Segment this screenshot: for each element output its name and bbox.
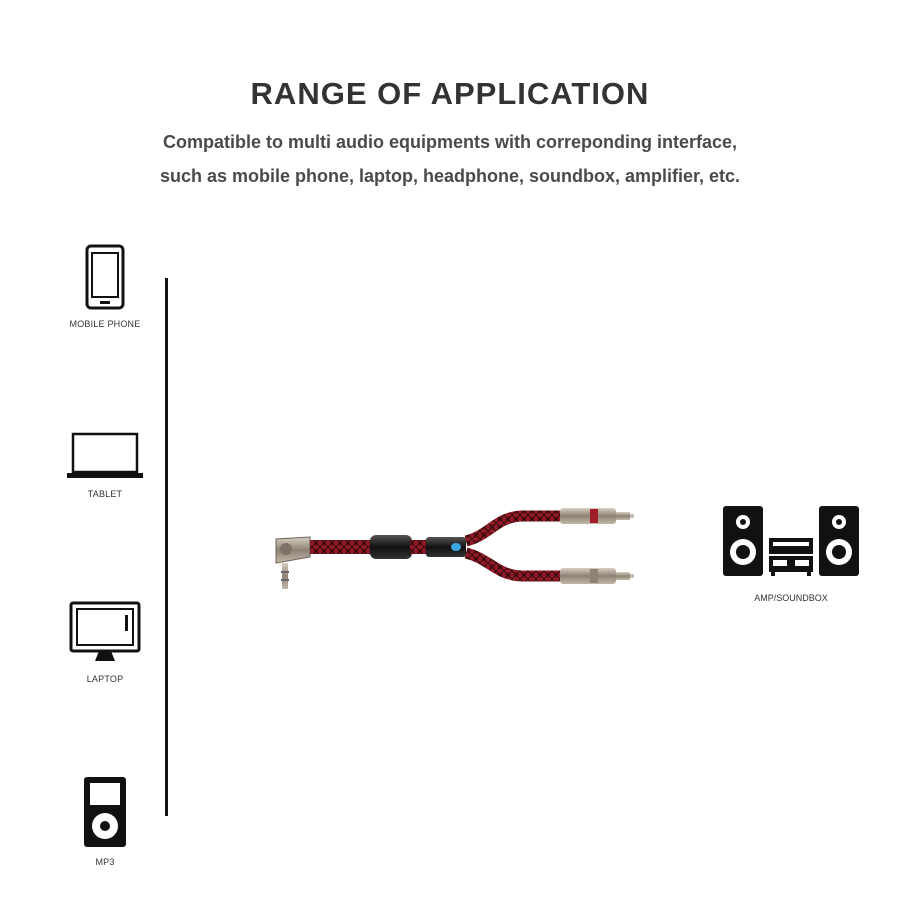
subtitle-line-1: Compatible to multi audio equipments wit… — [162, 132, 738, 152]
device-label: MP3 — [95, 857, 115, 867]
device-amp-soundbox: AMP/SOUNDBOX — [718, 504, 864, 603]
device-laptop: LAPTOP — [50, 601, 160, 684]
monitor-icon — [69, 601, 141, 661]
audio-cable-image — [260, 495, 640, 600]
laptop-icon — [67, 432, 143, 478]
page-title: RANGE OF APPLICATION — [250, 76, 650, 111]
device-label: TABLET — [87, 489, 123, 499]
device-mp3: MP3 — [50, 776, 160, 867]
device-label: LAPTOP — [86, 674, 124, 684]
amp-soundbox-icon — [723, 506, 859, 576]
device-tablet: TABLET — [50, 432, 160, 499]
subtitle-line-2: such as mobile phone, laptop, headphone,… — [159, 166, 741, 186]
device-label: MOBILE PHONE — [69, 319, 141, 329]
mobile-phone-icon — [85, 244, 125, 310]
amp-label: AMP/SOUNDBOX — [754, 593, 828, 603]
audio-cable-icon — [275, 508, 634, 589]
mp3-player-icon — [84, 777, 126, 847]
device-mobile-phone: MOBILE PHONE — [50, 244, 160, 329]
divider-line — [165, 278, 168, 816]
